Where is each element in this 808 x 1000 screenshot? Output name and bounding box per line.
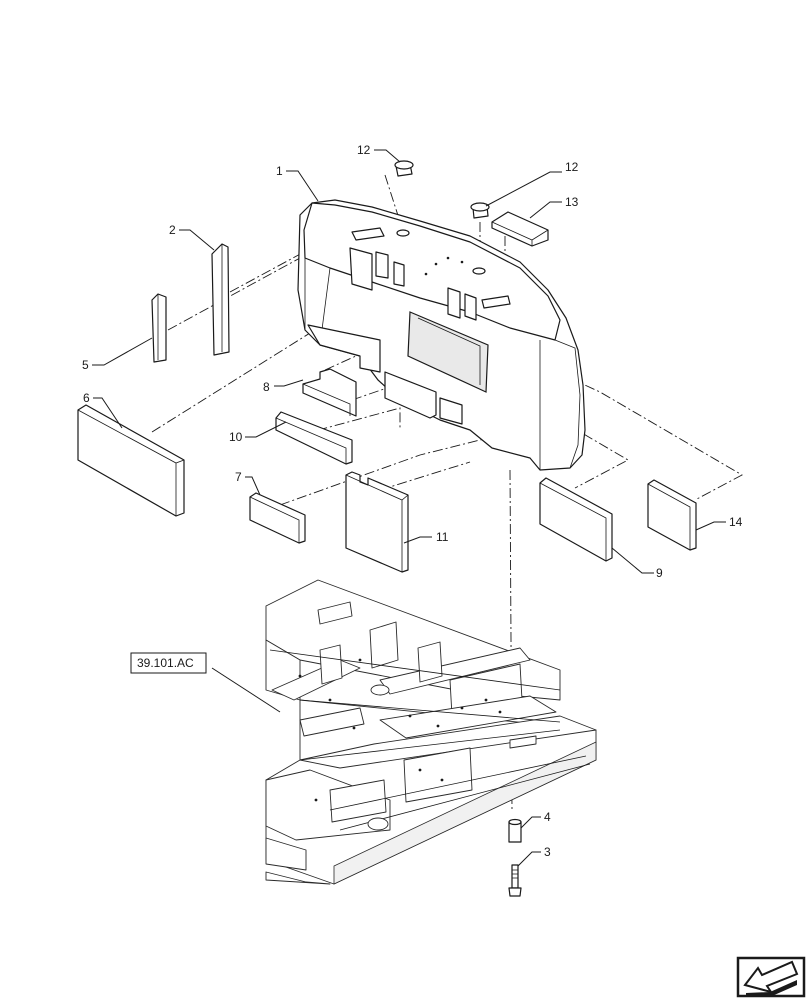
strip-part-2 (211, 243, 230, 356)
callout-1: 1 (276, 164, 283, 178)
previous-page-arrow-icon[interactable] (736, 956, 806, 998)
callout-12-upper: 12 (357, 143, 371, 157)
spacer-part-4 (508, 818, 522, 843)
callout-7: 7 (235, 470, 242, 484)
cap-part-12-upper (394, 160, 414, 177)
callout-9: 9 (656, 566, 663, 580)
callout-2: 2 (169, 223, 176, 237)
callout-10: 10 (229, 430, 243, 444)
callout-11: 11 (436, 530, 449, 544)
callout-labels: 1 2 5 6 8 10 7 11 9 14 12 12 13 4 3 (82, 143, 743, 859)
plate-part-11 (345, 471, 409, 573)
callout-5: 5 (82, 358, 89, 372)
plate-part-7 (249, 492, 306, 544)
leader-lines (92, 149, 726, 867)
plate-part-9 (539, 477, 613, 562)
plate-part-10 (275, 411, 353, 465)
callout-4: 4 (544, 810, 551, 824)
reference-label: 39.101.AC (137, 656, 194, 670)
block-part-13 (491, 211, 549, 247)
counterweight-part-1 (297, 199, 586, 471)
reference-link-39-101-ac[interactable]: 39.101.AC (130, 652, 207, 674)
cap-part-12-lower (470, 202, 490, 219)
callout-12-lower: 12 (565, 160, 579, 174)
plate-part-14 (647, 479, 697, 551)
callout-14: 14 (729, 515, 743, 529)
callout-8: 8 (263, 380, 270, 394)
slab-part-6 (77, 404, 185, 517)
upper-frame-assembly (265, 579, 597, 885)
callout-6: 6 (83, 391, 90, 405)
callout-13: 13 (565, 195, 579, 209)
strip-part-5 (151, 293, 167, 363)
bolt-part-3 (508, 864, 522, 897)
callout-3: 3 (544, 845, 551, 859)
notched-plate-part-8 (302, 368, 357, 417)
